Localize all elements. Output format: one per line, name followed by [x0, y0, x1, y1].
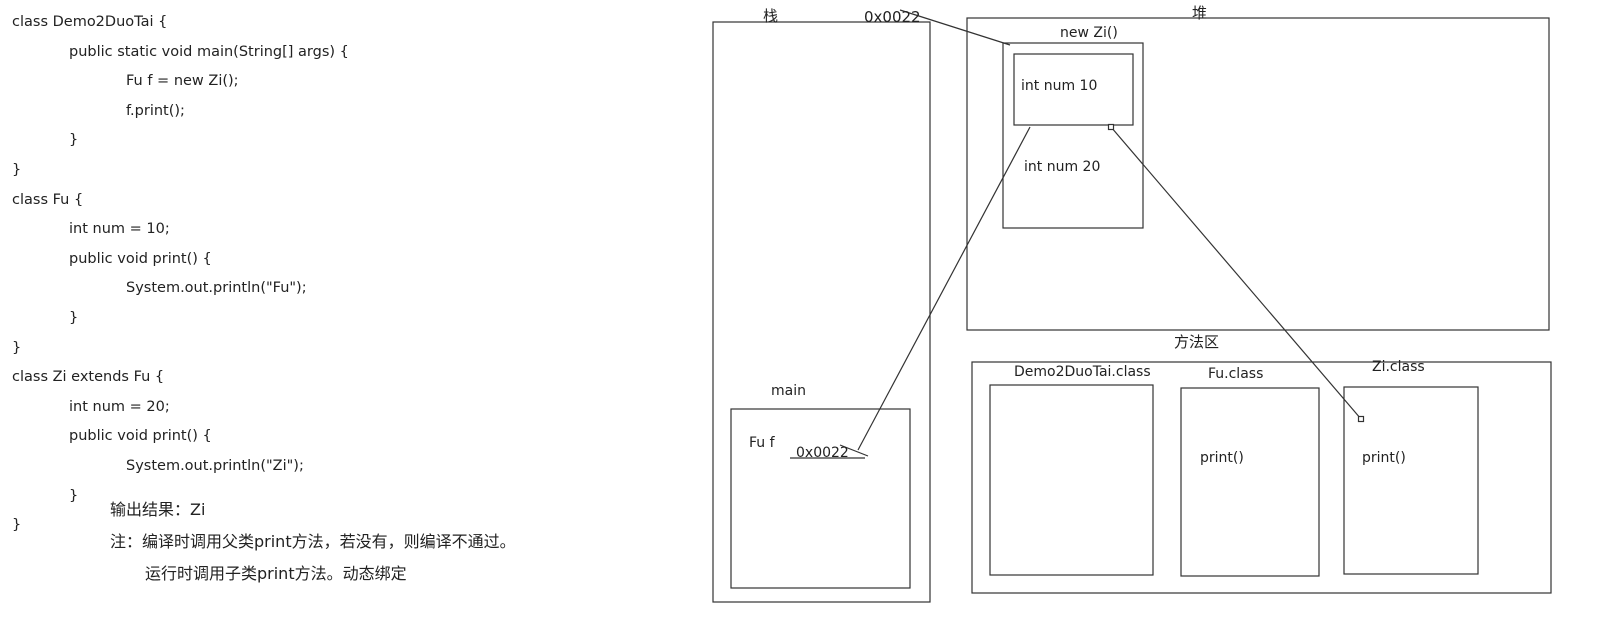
code-line: } — [12, 517, 22, 534]
note-compile: 注：编译时调用父类print方法，若没有，则编译不通过。 — [110, 532, 516, 551]
ref-line-address — [899, 9, 1011, 46]
method-area-label: 方法区 — [1174, 333, 1219, 351]
outer-field-label: int num 20 — [1024, 159, 1100, 175]
code-line: class Zi extends Fu { — [12, 369, 165, 386]
stack-box — [712, 21, 931, 603]
code-line: int num = 10; — [69, 221, 170, 238]
var-label: Fu f — [749, 435, 776, 451]
fu-part-box — [1013, 53, 1134, 126]
demo-class-label: Demo2DuoTai.class — [1014, 364, 1151, 380]
source-code: class Demo2DuoTai { public static void ma… — [12, 8, 349, 541]
method-area-box — [971, 361, 1552, 594]
var-value-label: 0x0022 — [796, 445, 849, 461]
heap-box — [966, 17, 1550, 331]
inner-field-label: int num 10 — [1021, 78, 1097, 94]
note-runtime: 运行时调用子类print方法。动态绑定 — [145, 564, 407, 583]
fu-class-label: Fu.class — [1208, 366, 1263, 382]
code-line: System.out.println("Fu"); — [126, 280, 307, 297]
code-line: class Fu { — [12, 191, 84, 208]
zi-method-label: print() — [1362, 450, 1406, 466]
zi-class-box — [1343, 386, 1479, 575]
var-slash — [839, 444, 869, 457]
code-line: Fu f = new Zi(); — [126, 73, 239, 90]
code-line: } — [12, 161, 22, 178]
ref-handle-top — [1107, 123, 1115, 131]
code-line: System.out.println("Zi"); — [126, 457, 304, 474]
ref-line-var — [857, 126, 1031, 451]
code-line: public static void main(String[] args) { — [69, 43, 349, 60]
code-line: public void print() { — [69, 250, 212, 267]
output-result: 输出结果：Zi — [110, 500, 206, 519]
fu-class-box — [1180, 387, 1320, 577]
main-label: main — [771, 383, 806, 399]
demo-class-box — [989, 384, 1154, 576]
code-line: f.print(); — [126, 102, 185, 119]
code-line: int num = 20; — [69, 398, 170, 415]
code-line: } — [69, 487, 79, 504]
new-zi-label: new Zi() — [1060, 25, 1118, 41]
address-top-label: 0x0022 — [864, 8, 921, 26]
ref-handle-bottom — [1357, 415, 1365, 423]
main-frame-box — [730, 408, 911, 589]
heap-label: 堆 — [1192, 4, 1207, 22]
ref-line-method — [1110, 126, 1362, 420]
zi-class-label: Zi.class — [1372, 359, 1425, 375]
fu-method-label: print() — [1200, 450, 1244, 466]
stack-label: 栈 — [763, 7, 778, 25]
code-line: public void print() { — [69, 428, 212, 445]
zi-object-box — [1002, 42, 1144, 229]
code-line: class Demo2DuoTai { — [12, 14, 168, 30]
code-line: } — [69, 132, 79, 149]
code-line: } — [12, 339, 22, 356]
code-line: } — [69, 309, 79, 326]
